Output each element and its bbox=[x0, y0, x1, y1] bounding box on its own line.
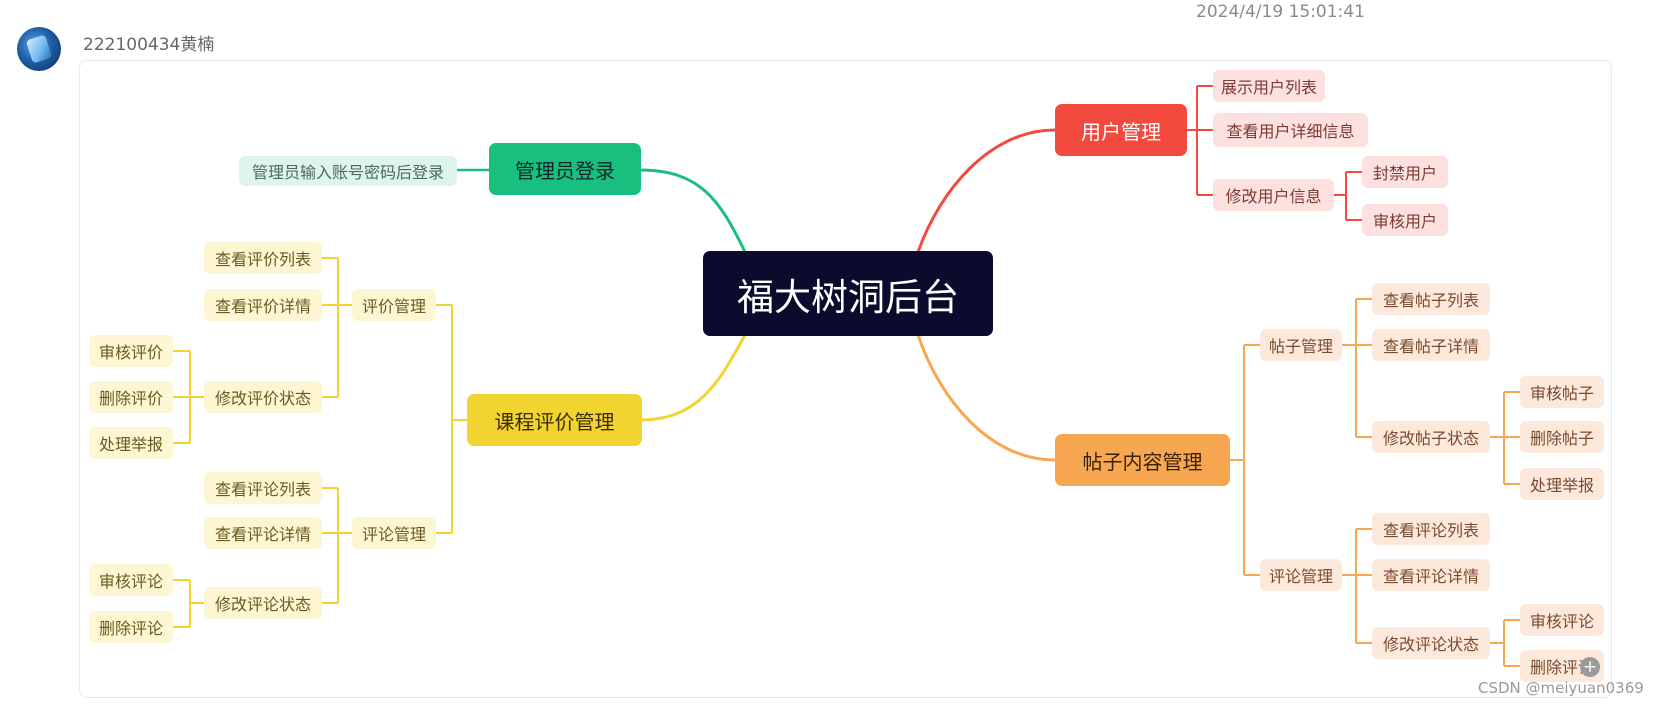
view-comment-detail-node: 查看评论详情 bbox=[204, 517, 322, 549]
user-avatar[interactable] bbox=[17, 27, 61, 71]
review-post-node: 审核帖子 bbox=[1520, 376, 1604, 408]
course-eval-node: 课程评价管理 bbox=[467, 394, 642, 446]
zoom-plus-icon[interactable]: + bbox=[1580, 657, 1600, 677]
review-eval-node: 审核评价 bbox=[89, 335, 173, 367]
delete-post-node: 删除帖子 bbox=[1520, 421, 1604, 453]
post-view-comment-detail-node: 查看评论详情 bbox=[1372, 559, 1490, 591]
connector-comment-status bbox=[173, 579, 204, 628]
post-comment-mgmt-node: 评论管理 bbox=[1260, 559, 1342, 591]
admin-login-node: 管理员登录 bbox=[489, 143, 641, 195]
connector-user-modify bbox=[1334, 171, 1362, 221]
post-view-comment-list-node: 查看评论列表 bbox=[1372, 513, 1490, 545]
connector-post-tree bbox=[1230, 344, 1260, 576]
post-review-comment-node: 审核评论 bbox=[1520, 604, 1604, 636]
modify-eval-status-node: 修改评价状态 bbox=[204, 381, 322, 413]
connector-user-tree bbox=[1187, 85, 1213, 196]
user-ban-node: 封禁用户 bbox=[1362, 156, 1448, 188]
modify-post-status-node: 修改帖子状态 bbox=[1372, 421, 1490, 453]
connector-post-mgmt bbox=[1342, 298, 1372, 438]
view-post-detail-node: 查看帖子详情 bbox=[1372, 329, 1490, 361]
post-mgmt-node: 帖子管理 bbox=[1260, 329, 1342, 361]
connector-root-user bbox=[916, 128, 1056, 253]
connector-post-comment-status bbox=[1490, 619, 1520, 667]
post-handle-report-node: 处理举报 bbox=[1520, 468, 1604, 500]
username[interactable]: 222100434黄楠 bbox=[83, 35, 215, 55]
connector-post-status bbox=[1490, 391, 1520, 485]
review-comment-node: 审核评论 bbox=[89, 564, 173, 596]
user-review-node: 审核用户 bbox=[1362, 204, 1448, 236]
user-modify-node: 修改用户信息 bbox=[1213, 179, 1334, 211]
connector-comment-tree bbox=[322, 487, 352, 604]
user-view-detail-node: 查看用户详细信息 bbox=[1213, 113, 1368, 147]
post-modify-comment-status-node: 修改评论状态 bbox=[1372, 627, 1490, 659]
view-eval-detail-node: 查看评价详情 bbox=[204, 289, 322, 321]
root-node: 福大树洞后台 bbox=[703, 251, 993, 336]
connector-root-admin bbox=[639, 168, 747, 253]
connector-root-post bbox=[916, 334, 1056, 462]
user-mgmt-node: 用户管理 bbox=[1055, 104, 1187, 156]
view-comment-list-node: 查看评论列表 bbox=[204, 472, 322, 504]
csdn-watermark: CSDN @meiyuan0369 bbox=[1478, 679, 1644, 697]
delete-eval-node: 删除评价 bbox=[89, 381, 173, 413]
comment-mgmt-node: 评论管理 bbox=[352, 517, 436, 549]
post-timestamp: 2024/4/19 15:01:41 bbox=[1196, 2, 1365, 22]
eval-mgmt-node: 评价管理 bbox=[352, 289, 436, 321]
view-eval-list-node: 查看评价列表 bbox=[204, 242, 322, 274]
connector-post-comment bbox=[1342, 528, 1372, 644]
handle-report-node: 处理举报 bbox=[89, 427, 173, 459]
view-post-list-node: 查看帖子列表 bbox=[1372, 283, 1490, 315]
connector-course-tree bbox=[436, 304, 467, 534]
delete-comment-node: 删除评论 bbox=[89, 611, 173, 643]
connector-root-course bbox=[639, 334, 747, 422]
modify-comment-status-node: 修改评论状态 bbox=[204, 587, 322, 619]
connector-eval-tree bbox=[322, 257, 352, 398]
user-show-list-node: 展示用户列表 bbox=[1213, 70, 1325, 102]
connector-eval-status bbox=[173, 350, 204, 444]
post-content-node: 帖子内容管理 bbox=[1055, 434, 1230, 486]
admin-login-child-node: 管理员输入账号密码后登录 bbox=[239, 156, 457, 186]
